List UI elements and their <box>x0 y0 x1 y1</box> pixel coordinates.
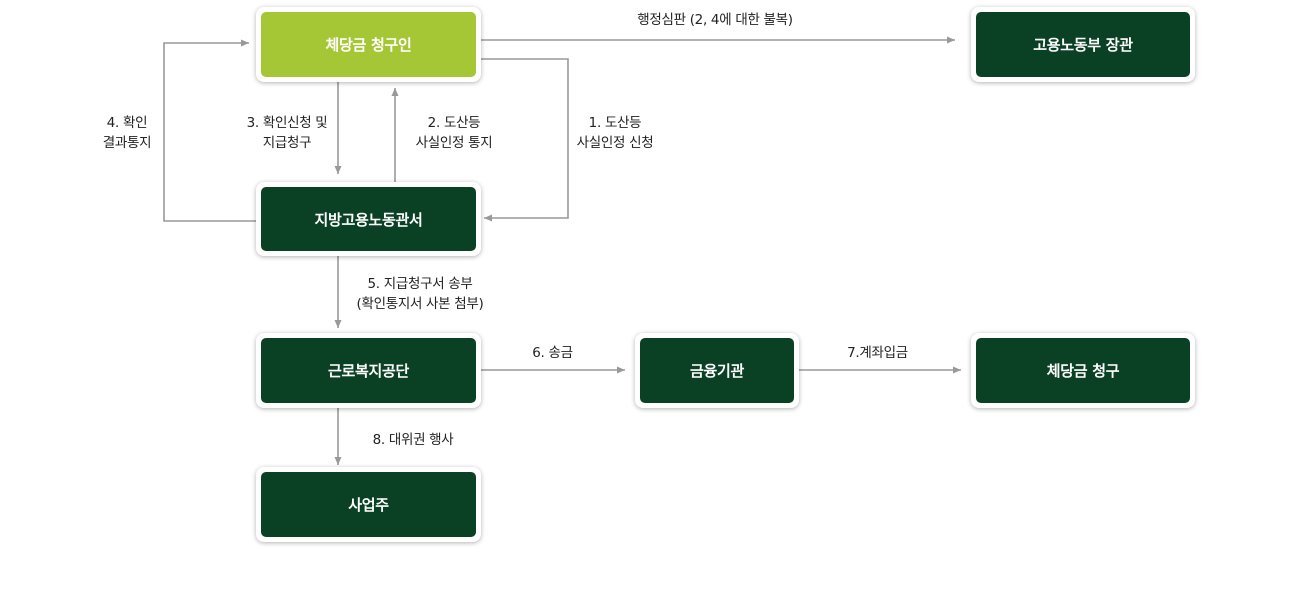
node-minister: 고용노동부 장관 <box>976 12 1190 77</box>
label-appeal: 행정심판 (2, 4에 대한 불복) <box>637 12 793 28</box>
node-regional-office-frame: 지방고용노동관서 <box>256 182 481 256</box>
node-kcomwel-frame: 근로복지공단 <box>256 333 481 408</box>
node-claimant-frame: 체당금 청구인 <box>256 7 481 82</box>
node-minister-frame: 고용노동부 장관 <box>971 7 1195 82</box>
node-employer-frame: 사업주 <box>256 467 481 542</box>
label-edge-7: 7.계좌입금 <box>847 345 908 361</box>
label-edge-5: 5. 지급청구서 송부(확인통지서 사본 첨부) <box>356 276 484 312</box>
node-bank: 금융기관 <box>640 338 794 403</box>
node-payment-frame: 체당금 청구 <box>971 333 1195 408</box>
node-bank-frame: 금융기관 <box>635 333 799 408</box>
label-edge-8: 8. 대위권 행사 <box>372 432 454 448</box>
node-claimant: 체당금 청구인 <box>261 12 476 77</box>
arrow-4 <box>163 39 257 222</box>
node-payment: 체당금 청구 <box>976 338 1190 403</box>
node-regional-office: 지방고용노동관서 <box>261 187 476 251</box>
arrow-1 <box>481 58 569 222</box>
node-employer: 사업주 <box>261 472 476 537</box>
node-kcomwel: 근로복지공단 <box>261 338 476 403</box>
label-edge-6: 6. 송금 <box>532 345 573 361</box>
